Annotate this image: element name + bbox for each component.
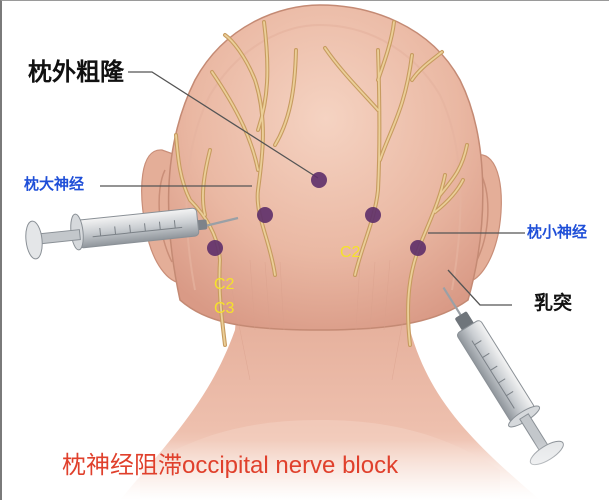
- head: [167, 4, 484, 331]
- label-mastoid-process: 乳突: [534, 292, 573, 314]
- leader-lines: [100, 71, 525, 306]
- label-greater-occipital-nerve: 枕大神经: [24, 175, 85, 193]
- label-c2-left: C2: [214, 276, 235, 293]
- label-c3-left: C3: [214, 300, 235, 317]
- label-lesser-occipital-nerve: 枕小神经: [527, 223, 588, 241]
- label-c2-right: C2: [340, 244, 361, 261]
- injection-points: [207, 172, 426, 256]
- left-syringe: [25, 207, 239, 260]
- label-external-occipital-protuberance: 枕外粗隆: [28, 58, 124, 86]
- figure-title: 枕神经阻滞occipital nerve block: [62, 452, 399, 479]
